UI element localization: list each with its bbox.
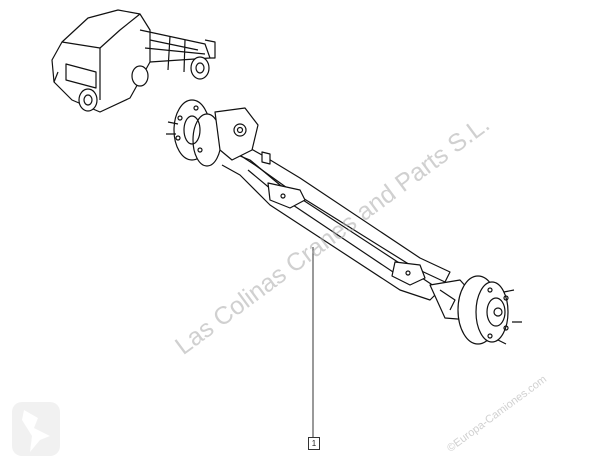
van-chassis-icon	[51, 9, 216, 113]
right-wheel-hub	[429, 275, 522, 345]
left-wheel-hub	[166, 99, 259, 167]
part-number-callout: 1	[308, 437, 320, 450]
watermark-logo	[12, 402, 60, 456]
